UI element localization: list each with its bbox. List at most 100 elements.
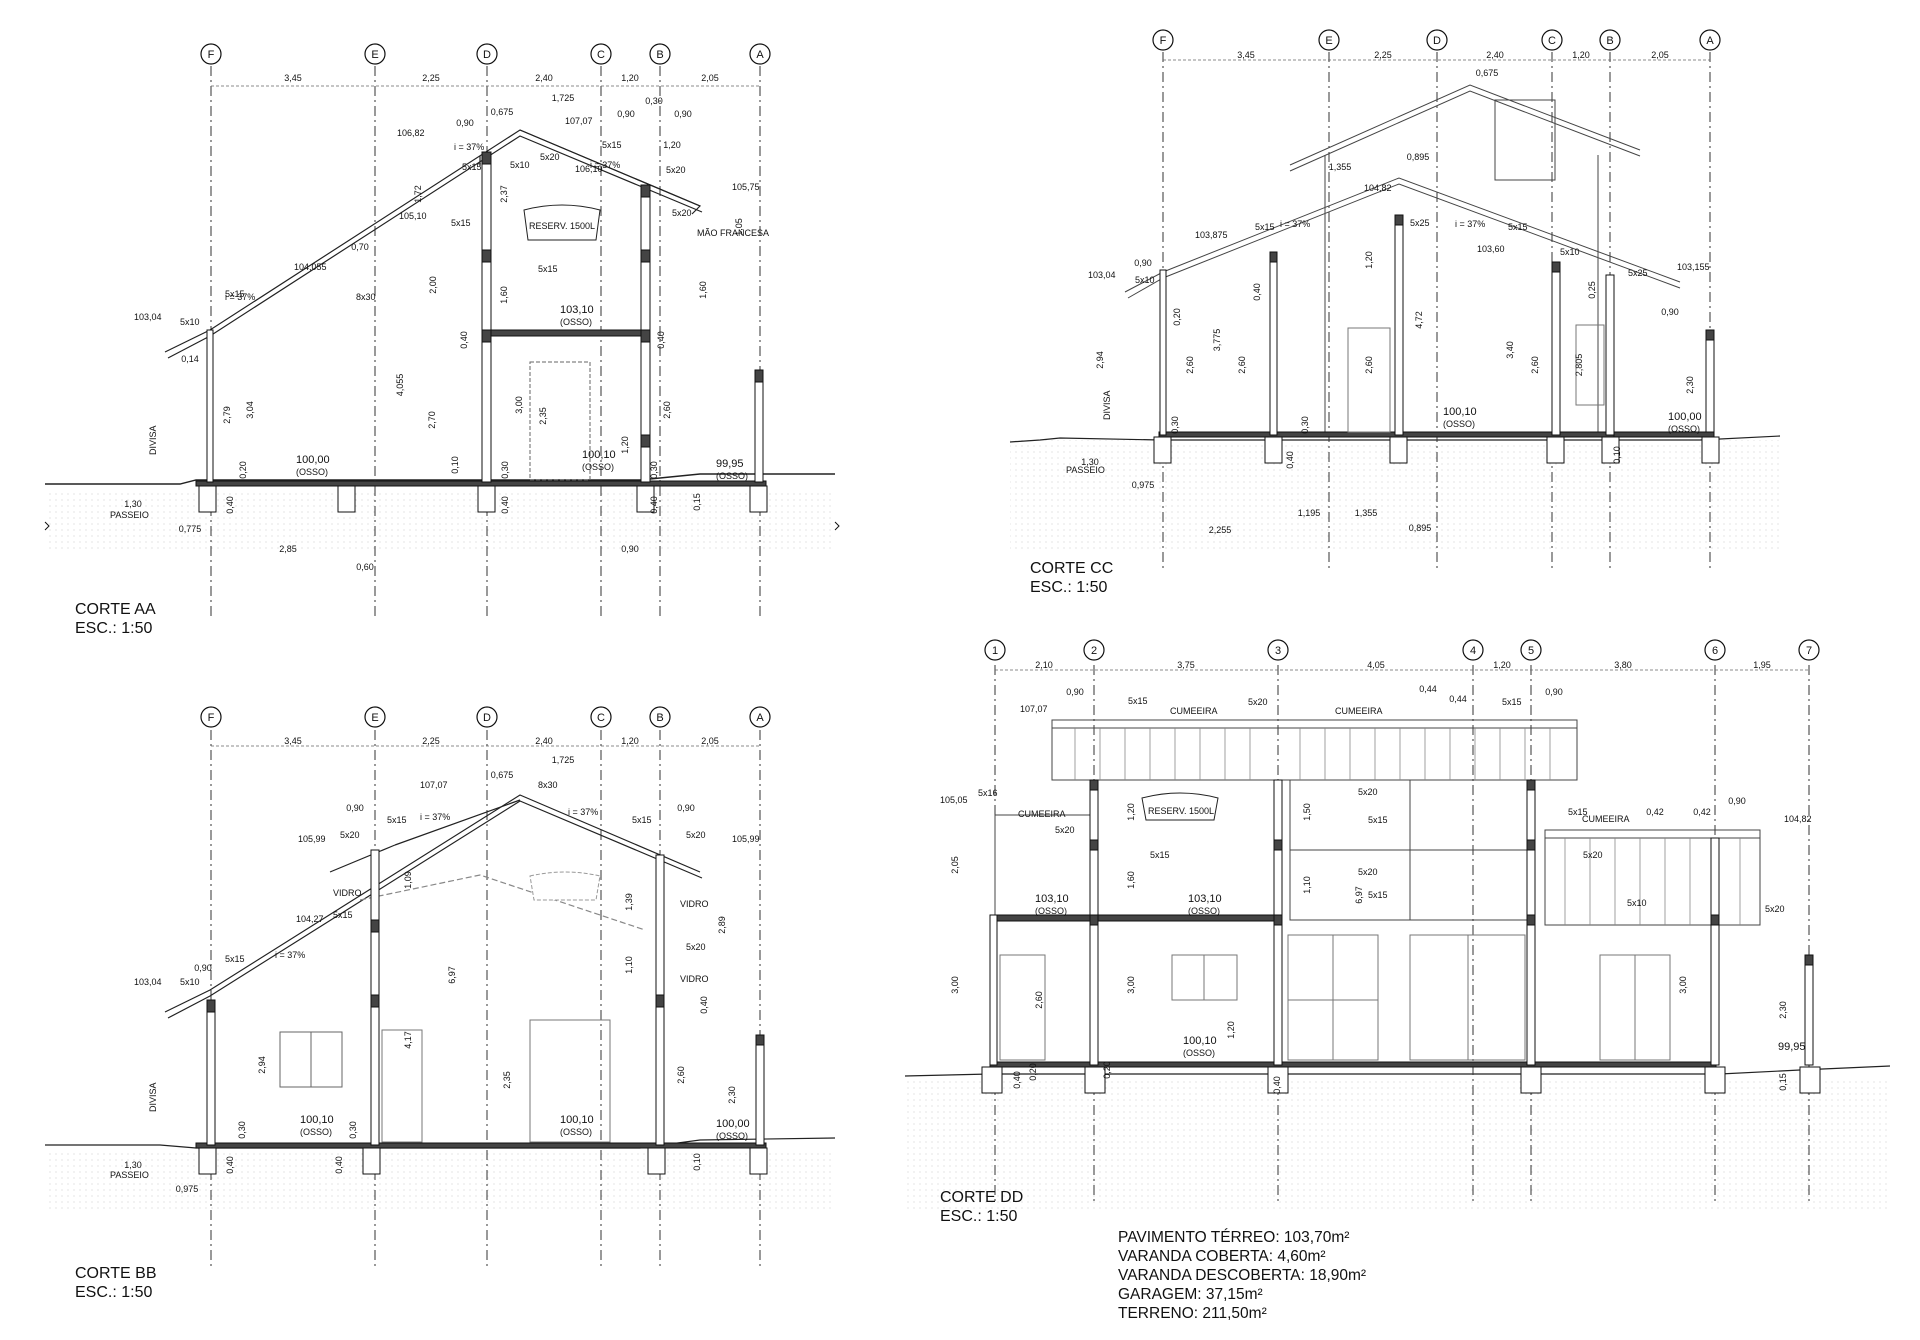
svg-text:5x20: 5x20	[1765, 904, 1785, 914]
svg-text:103,60: 103,60	[1477, 244, 1505, 254]
svg-text:1,72: 1,72	[413, 185, 423, 203]
svg-text:2,30: 2,30	[1685, 376, 1695, 394]
svg-text:0,20: 0,20	[238, 461, 248, 479]
svg-text:2,805: 2,805	[1574, 354, 1584, 377]
svg-text:2,60: 2,60	[1034, 991, 1044, 1009]
axis-label: B	[656, 49, 663, 61]
svg-text:5x10: 5x10	[510, 160, 530, 170]
svg-text:0,30: 0,30	[237, 1121, 247, 1139]
svg-text:105,75: 105,75	[732, 182, 760, 192]
svg-text:(OSSO): (OSSO)	[560, 317, 592, 327]
svg-text:2,79: 2,79	[222, 406, 232, 424]
svg-text:0,675: 0,675	[491, 107, 514, 117]
svg-text:5x20: 5x20	[1583, 850, 1603, 860]
svg-text:5x10: 5x10	[1135, 275, 1155, 285]
svg-text:(OSSO): (OSSO)	[1188, 906, 1220, 916]
svg-text:1,10: 1,10	[1302, 876, 1312, 894]
svg-text:0,30: 0,30	[645, 96, 663, 106]
svg-text:0,42: 0,42	[1646, 807, 1664, 817]
axis-label: 2	[1091, 645, 1097, 657]
svg-text:2,89: 2,89	[717, 916, 727, 934]
span-dim: 2,40	[535, 736, 553, 746]
svg-text:0,14: 0,14	[181, 354, 199, 364]
svg-text:0,895: 0,895	[1409, 523, 1432, 533]
structure-dd	[989, 779, 1814, 1068]
svg-text:104,055: 104,055	[294, 262, 327, 272]
svg-text:5x20: 5x20	[540, 152, 560, 162]
span-dim: 2,25	[422, 73, 440, 83]
roof-cc	[1124, 84, 1681, 435]
svg-text:5x15: 5x15	[632, 815, 652, 825]
svg-text:0,30: 0,30	[500, 461, 510, 479]
window-cc	[1575, 324, 1605, 406]
svg-text:3,00: 3,00	[950, 976, 960, 994]
svg-text:1,05: 1,05	[734, 218, 744, 236]
roof-bb	[164, 794, 703, 1019]
axis-label: C	[1548, 35, 1556, 47]
door-aa	[529, 361, 591, 481]
axis-bubbles-bb	[200, 706, 771, 728]
svg-text:0,25: 0,25	[1587, 281, 1597, 299]
svg-text:100,10: 100,10	[560, 1114, 594, 1126]
svg-text:103,04: 103,04	[134, 977, 162, 987]
svg-text:0,10: 0,10	[1612, 446, 1622, 464]
svg-text:i = 37%: i = 37%	[568, 807, 598, 817]
svg-text:2,60: 2,60	[662, 401, 672, 419]
svg-text:0,20: 0,20	[1028, 1063, 1038, 1081]
svg-text:0,20: 0,20	[1102, 1061, 1112, 1079]
svg-text:(OSSO): (OSSO)	[1183, 1048, 1215, 1058]
svg-text:3,00: 3,00	[1678, 976, 1688, 994]
svg-text:2,30: 2,30	[1778, 1001, 1788, 1019]
span-dim: 1,20	[621, 736, 639, 746]
svg-text:2,00: 2,00	[428, 276, 438, 294]
span-dim: 1,20	[1572, 50, 1590, 60]
svg-text:0,20: 0,20	[1172, 308, 1182, 326]
span-dim: 2,25	[1374, 50, 1392, 60]
svg-text:100,10: 100,10	[1183, 1035, 1217, 1047]
dims-aa: 0,90 0,675 1,725 0,90 0,90 0,30 1,20 0,7…	[124, 93, 744, 572]
svg-text:5x15: 5x15	[225, 954, 245, 964]
svg-text:5x15: 5x15	[538, 264, 558, 274]
svg-text:0,40: 0,40	[1012, 1071, 1022, 1089]
section-name: CORTE CC	[1030, 560, 1114, 577]
axis-bubbles-cc	[1152, 29, 1721, 51]
section-title-bb: CORTE BB ESC.: 1:50	[75, 1264, 157, 1302]
svg-text:105,99: 105,99	[298, 834, 326, 844]
svg-text:0,40: 0,40	[225, 1156, 235, 1174]
svg-text:(OSSO): (OSSO)	[300, 1127, 332, 1137]
axis-label: A	[756, 712, 764, 724]
svg-text:5x10: 5x10	[180, 317, 200, 327]
svg-text:5x10: 5x10	[1560, 247, 1580, 257]
svg-text:99,95: 99,95	[1778, 1041, 1806, 1053]
svg-text:106,10: 106,10	[575, 164, 603, 174]
door-cc	[1347, 327, 1391, 433]
svg-text:105,99: 105,99	[732, 834, 760, 844]
section-aa-drawing: F E D C B A 3,45 2,25 2,40 1,20 2,05	[44, 43, 840, 618]
svg-text:4,17: 4,17	[403, 1031, 413, 1049]
svg-text:PASSEIO: PASSEIO	[110, 1170, 149, 1180]
svg-text:0,44: 0,44	[1419, 684, 1437, 694]
svg-text:0,40: 0,40	[1252, 283, 1262, 301]
svg-text:0,775: 0,775	[179, 524, 202, 534]
structure-bb	[195, 849, 767, 1149]
svg-text:i = 37%: i = 37%	[1280, 219, 1310, 229]
svg-text:0,90: 0,90	[194, 963, 212, 973]
svg-text:5x15: 5x15	[602, 140, 622, 150]
svg-text:0,30: 0,30	[1170, 416, 1180, 434]
svg-text:5x15: 5x15	[1150, 850, 1170, 860]
svg-text:0,40: 0,40	[1272, 1076, 1282, 1094]
svg-text:0,675: 0,675	[1476, 68, 1499, 78]
svg-text:103,10: 103,10	[1188, 893, 1222, 905]
svg-text:2,37: 2,37	[499, 185, 509, 203]
span-dim: 4,05	[1367, 660, 1385, 670]
svg-text:104,82: 104,82	[1784, 814, 1812, 824]
svg-text:105,05: 105,05	[940, 795, 968, 805]
svg-text:DIVISA: DIVISA	[148, 425, 158, 455]
break-lines-aa	[44, 521, 840, 531]
svg-text:107,07: 107,07	[565, 116, 593, 126]
svg-text:DIVISA: DIVISA	[148, 1082, 158, 1112]
span-dim: 1,20	[1493, 660, 1511, 670]
ground-fill-dd	[905, 1080, 1890, 1210]
svg-text:PASSEIO: PASSEIO	[1066, 465, 1105, 475]
svg-text:104,27: 104,27	[296, 914, 324, 924]
